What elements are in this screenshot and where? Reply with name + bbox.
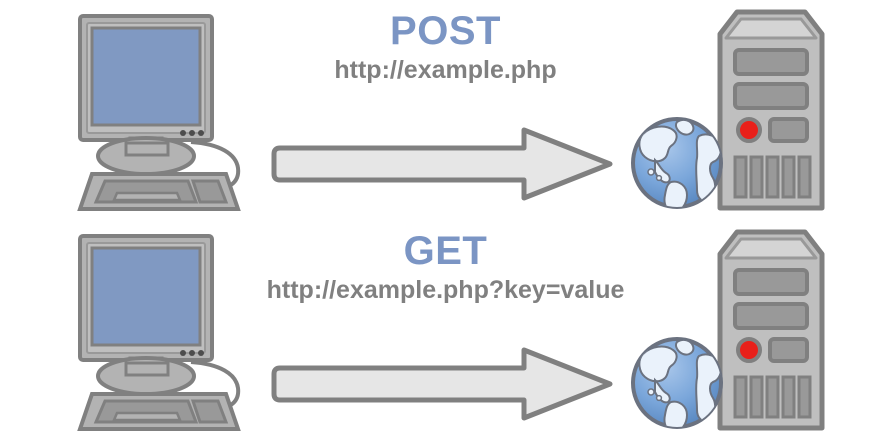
- keyboard-spacebar: [112, 411, 182, 422]
- server-drive-bay: [733, 268, 809, 296]
- server-drive-bay: [733, 302, 809, 330]
- server-vent-slat: [733, 155, 748, 199]
- server-vent-slat: [781, 375, 796, 419]
- monitor-indicator-dot: [189, 130, 195, 136]
- server-front-slot: [768, 337, 809, 363]
- arrow-right-icon: [271, 127, 613, 201]
- client-computer-post: [60, 8, 260, 213]
- globe-icon: [631, 337, 723, 429]
- server-vent-slat: [781, 155, 796, 199]
- http-method-label: POST: [390, 9, 501, 53]
- keyboard-spacebar: [112, 191, 182, 202]
- request-arrow-post: [268, 126, 616, 202]
- server-power-led: [736, 337, 762, 363]
- monitor-stand-plate: [124, 141, 170, 157]
- monitor-indicator-dot: [180, 130, 186, 136]
- keyboard-numpad: [190, 179, 229, 204]
- request-label-get: GET http://example.php?key=value: [258, 230, 633, 310]
- server-vent-slat: [749, 155, 764, 199]
- monitor-indicator-dot: [198, 130, 204, 136]
- diagram-row-get: GET http://example.php?key=value: [0, 220, 880, 440]
- server-vent-slat: [733, 375, 748, 419]
- request-url-label: http://example.php?key=value: [266, 276, 625, 304]
- request-arrow-get: [268, 346, 616, 422]
- request-url-label: http://example.php: [334, 56, 557, 84]
- server-top-panel: [724, 237, 818, 260]
- server-top-panel: [724, 17, 818, 40]
- server-vent-slat: [797, 155, 812, 199]
- desktop-computer-illustration: [77, 234, 241, 431]
- arrow-right-icon: [271, 347, 613, 421]
- server-vent-slat: [765, 155, 780, 199]
- monitor-indicator-dot: [198, 350, 204, 356]
- server-vent-slat: [765, 375, 780, 419]
- monitor-indicator-dot: [189, 350, 195, 356]
- server-group-get: [625, 222, 825, 434]
- server-power-led: [736, 117, 762, 143]
- keyboard-numpad: [190, 399, 229, 424]
- web-server-illustration: [631, 229, 825, 431]
- server-front-slot: [768, 117, 809, 143]
- globe-icon: [631, 117, 723, 209]
- client-computer-get: [60, 228, 260, 433]
- server-drive-bay: [733, 82, 809, 110]
- monitor-screen: [90, 26, 202, 127]
- web-server-illustration: [631, 9, 825, 211]
- desktop-computer-illustration: [77, 14, 241, 211]
- monitor-indicator-dot: [180, 350, 186, 356]
- server-vent-slat: [797, 375, 812, 419]
- server-drive-bay: [733, 48, 809, 76]
- monitor-screen: [90, 246, 202, 347]
- server-vent-slat: [749, 375, 764, 419]
- http-method-label: GET: [403, 229, 488, 273]
- request-label-post: POST http://example.php: [258, 10, 633, 90]
- monitor-stand-plate: [124, 361, 170, 377]
- diagram-row-post: POST http://example.php: [60, 2, 825, 214]
- server-group-post: [625, 2, 825, 214]
